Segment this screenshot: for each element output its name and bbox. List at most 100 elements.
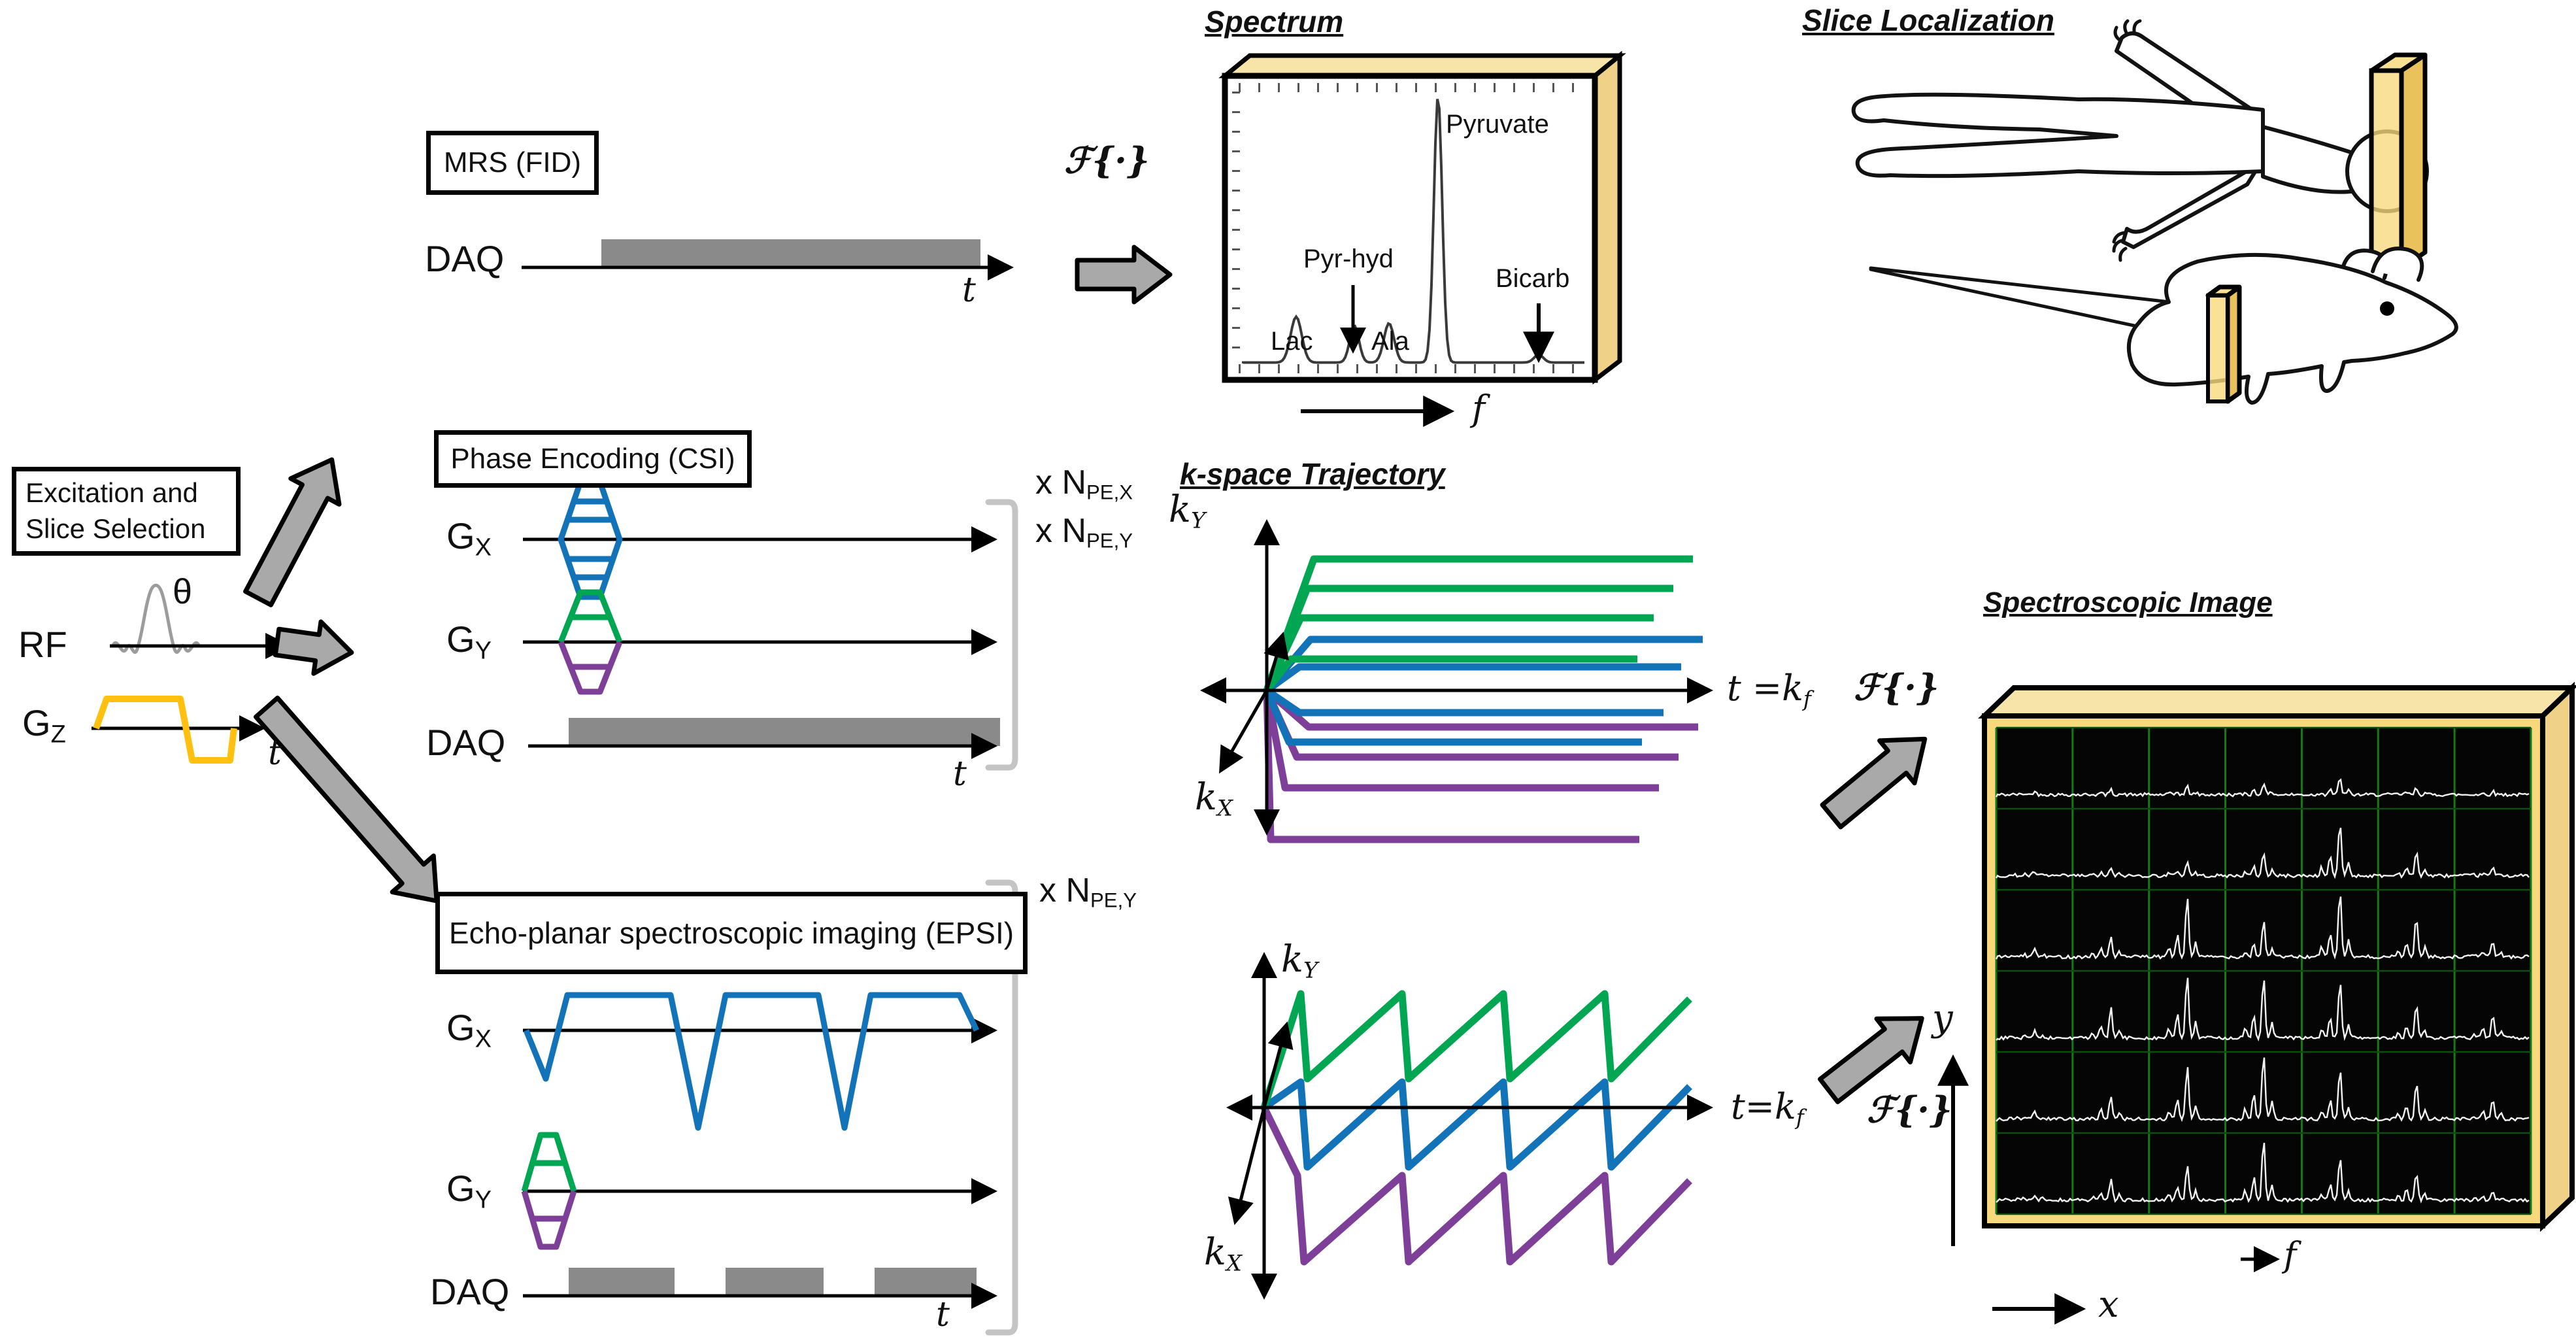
mrs-t-label: t <box>962 271 976 310</box>
fourier-label-csi: ℱ{·} <box>1854 666 1939 708</box>
mrs-box: MRS (FID) <box>426 131 599 195</box>
csi-box-label: Phase Encoding (CSI) <box>450 443 735 475</box>
si-row-trace <box>1995 827 2530 879</box>
si-spectra-traces <box>1995 778 2530 1204</box>
human-hand-upper-fingers <box>2113 19 2142 42</box>
arrow-csi-to-image <box>1820 736 1928 830</box>
gz-t-label: t <box>268 734 282 773</box>
epsi-kspace-purple <box>1261 1106 1692 1266</box>
human-slab-side-face <box>2399 52 2428 271</box>
spectroscopic-image-box <box>1937 681 2576 1325</box>
epsi-t-label: t <box>936 1295 950 1334</box>
csi-kspace-lines <box>1263 555 1703 843</box>
epsi-kspace-blue <box>1262 1078 1692 1171</box>
human-body-outline <box>1851 19 2429 271</box>
csi-gx-label: GX <box>446 515 492 562</box>
csi-box: Phase Encoding (CSI) <box>434 430 752 488</box>
spectrum-box-top-face <box>1218 53 1626 78</box>
si-side-face <box>2540 681 2575 1232</box>
peak-label-pyr-hyd: Pyr-hyd <box>1303 245 1394 273</box>
mouse-outline <box>1869 246 2458 405</box>
mrs-daq-row <box>522 239 1173 305</box>
csi-daq-label: DAQ <box>426 722 506 763</box>
epsi-box-label: Echo-planar spectroscopic imaging (EPSI) <box>448 916 1014 950</box>
csi-sequence <box>523 479 1018 771</box>
human-slice-slab <box>2369 68 2404 271</box>
flow-arrows-left <box>243 457 439 904</box>
epsi-kspace-green <box>1260 990 1692 1109</box>
epsi-tkf-label: t=kf <box>1731 1086 1804 1130</box>
si-row-trace <box>1995 778 2530 798</box>
peak-label-pyruvate: Pyruvate <box>1446 110 1549 139</box>
human-torso-and-legs <box>1851 92 2265 178</box>
mouse-slice-slab <box>2206 294 2230 403</box>
mouse-tail <box>1869 266 2172 333</box>
epsi-gy-gradient <box>521 1132 577 1250</box>
peak-label-bicarb: Bicarb <box>1496 264 1570 293</box>
csi-initial-trajectory-arrow <box>1263 632 1289 691</box>
epsi-sequence <box>521 879 1018 1336</box>
csi-gy-label: GY <box>446 618 492 665</box>
kspace-trajectory-title: k-space Trajectory <box>1180 457 1445 491</box>
epsi-gy-label: GY <box>446 1168 492 1214</box>
mrs-box-label: MRS (FID) <box>443 146 582 178</box>
fourier-label-mrs: ℱ{·} <box>1064 139 1150 181</box>
slice-localization-title: Slice Localization <box>1802 3 2054 37</box>
gz-waveform <box>93 696 237 764</box>
fourier-label-epsi: ℱ{·} <box>1867 1089 1952 1130</box>
kspace-trajectory-epsi <box>1226 952 1713 1300</box>
arrow-to-csi <box>273 619 354 676</box>
epsi-box: Echo-planar spectroscopic imaging (EPSI) <box>435 892 1028 974</box>
si-top-face <box>1978 685 2576 719</box>
epsi-gx-label: GX <box>446 1007 492 1053</box>
spectrum-box-side-face <box>1592 50 1622 385</box>
excitation-box: Excitation and Slice Selection <box>12 467 241 556</box>
mrs-daq-acquisition-bar <box>601 239 980 267</box>
spectrum-title: Spectrum <box>1205 5 1344 39</box>
rf-label: RF <box>18 624 67 665</box>
csi-repeat-y-label: x NPE,Y <box>1035 512 1133 552</box>
spectrum-box-front-face <box>1222 73 1598 383</box>
arrow-mrs-to-spectrum <box>1075 245 1173 305</box>
epsi-repeat-y-label: x NPE,Y <box>1039 872 1137 912</box>
arrow-epsi-to-image <box>1818 1016 1924 1104</box>
epsi-daq-label: DAQ <box>430 1271 510 1312</box>
si-f-label: f <box>2284 1236 2297 1275</box>
csi-kx-label: kX <box>1195 776 1233 821</box>
theta-label: θ <box>173 572 193 611</box>
si-y-label: y <box>1932 997 1953 1040</box>
csi-gy-gradient <box>558 589 623 695</box>
gz-row <box>92 696 265 764</box>
si-x-label: x <box>2098 1283 2119 1326</box>
si-row-trace <box>1995 896 2530 960</box>
human-neck <box>2261 125 2359 194</box>
mrs-daq-label: DAQ <box>425 238 505 279</box>
epsi-daq-bar-3 <box>875 1268 977 1296</box>
csi-kx-axis <box>1219 689 1269 774</box>
mouse-ear-front <box>2371 246 2424 282</box>
human-arm-lower <box>2121 161 2262 249</box>
epsi-kx-label: kX <box>1204 1231 1242 1276</box>
excitation-box-label: Excitation and Slice Selection <box>25 477 206 544</box>
kspace-trajectory-csi <box>1200 519 1713 843</box>
si-row-trace <box>1996 1057 2530 1123</box>
spectrum-box <box>1218 50 1626 427</box>
si-grid-lines <box>1995 726 2532 1215</box>
csi-daq-acquisition-bar <box>569 718 1000 746</box>
csi-tkf-label: t =kf <box>1727 668 1811 712</box>
rf-row <box>110 583 292 659</box>
arrow-to-mrs <box>243 457 342 607</box>
epsi-daq-bar-1 <box>569 1268 675 1296</box>
si-row-trace <box>1996 1142 2530 1204</box>
epsi-repeat-bracket <box>985 879 1018 1336</box>
epsi-kx-axis <box>1228 1107 1266 1225</box>
csi-repeat-bracket <box>985 499 1018 771</box>
human-hand-lower-fingers <box>2112 231 2128 262</box>
epsi-initial-trajectory-arrow <box>1262 1021 1294 1108</box>
mouse-eye <box>2380 301 2394 316</box>
peak-label-ala: Ala <box>1371 327 1409 356</box>
csi-t-label: t <box>953 754 967 794</box>
epsi-ky-label: kY <box>1281 938 1318 983</box>
csi-ky-label: kY <box>1169 488 1206 533</box>
